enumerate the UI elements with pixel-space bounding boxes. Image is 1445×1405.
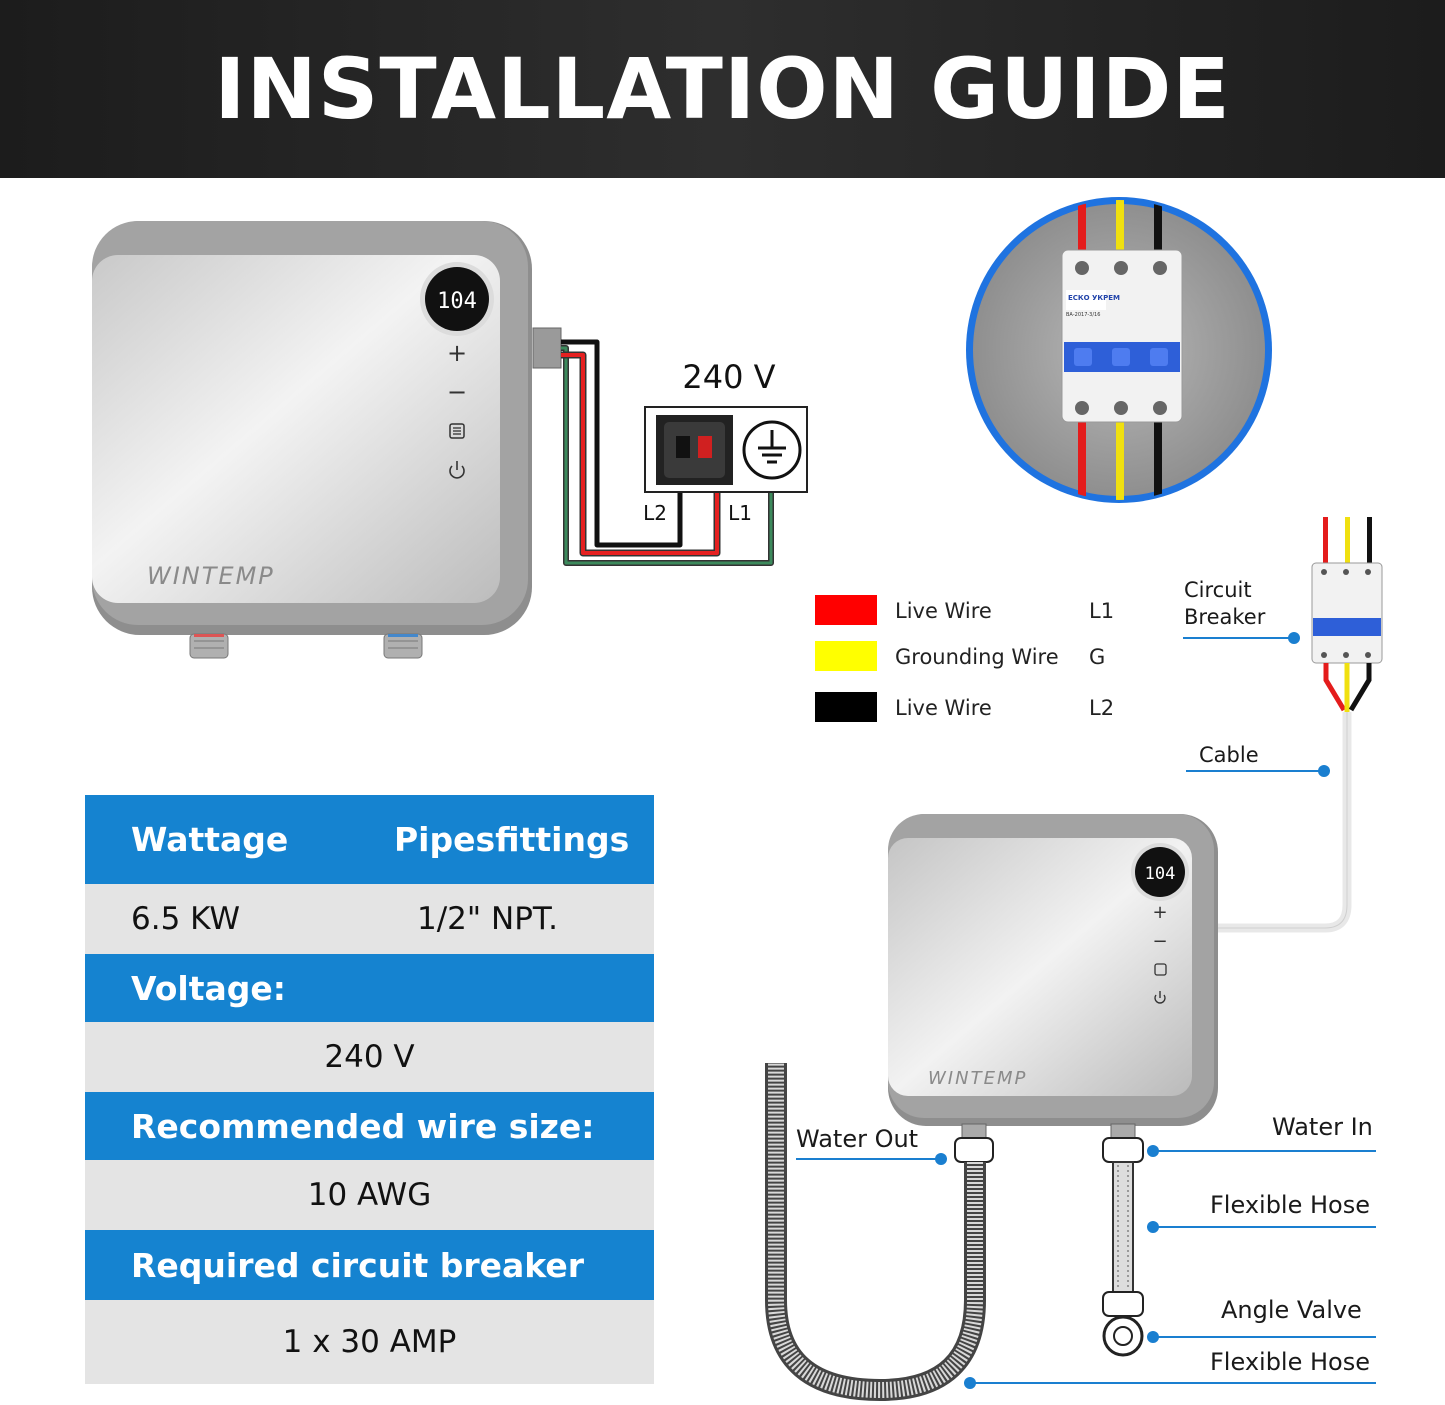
pipe-inlet-right [383,633,423,659]
callout-circuit-breaker-line2: Breaker [1184,605,1266,629]
voltage-value: 240 V [324,1039,415,1075]
circuit-breaker-label: Required circuit breaker [131,1245,585,1285]
wattage-value: 6.5 KW [131,901,241,937]
water-heater-large: 104 + − WINTEMP [92,221,562,659]
callout-angle-valve: Angle Valve [1221,1296,1362,1324]
wire-size-label: Recommended wire size: [131,1106,595,1146]
legend-swatch [815,595,877,625]
menu-icon [1154,963,1167,976]
callout-water-in: Water In [1272,1113,1373,1141]
spec-value-row: 10 AWG [85,1160,654,1230]
callout-flexible-hose: Flexible Hose [1210,1348,1370,1376]
pipefittings-label: Pipesfittings [394,820,630,859]
voltage-label: Voltage: [131,968,286,1008]
callout-flexible-hose: Flexible Hose [1210,1191,1370,1219]
pipe-outlet-left [189,633,229,659]
water-heater-small: 104 + − WINTEMP [888,814,1218,1126]
spec-header-row: Required circuit breaker [85,1230,654,1300]
spec-value-row: 240 V [85,1022,654,1092]
spec-header-row: Wattage Pipesfittings [85,795,654,884]
breaker-small [1216,517,1383,933]
callout-circuit-breaker: Circuit [1184,578,1252,602]
voltage-label: 240 V [682,358,775,396]
wire-size-value: 10 AWG [307,1177,432,1213]
water-out-hose [765,1063,994,1402]
legend-swatch [815,641,877,671]
display-screen [425,267,489,331]
breaker-brand: ЕСКО УКРЕМ [1068,294,1120,302]
minus-icon: − [447,378,467,406]
legend-swatch [815,692,877,722]
spec-header-row: Recommended wire size: [85,1092,654,1160]
callout-lines [796,632,1376,1389]
spec-value-row: 6.5 KW 1/2" NPT. [85,884,654,954]
display-readout: 104 [1145,864,1176,884]
water-in-hose [1102,1123,1144,1357]
legend-code: L1 [1089,599,1114,623]
spec-table: Wattage Pipesfittings 6.5 KW 1/2" NPT. V… [85,795,654,1384]
power-icon [449,461,465,479]
legend-label: Grounding Wire [895,645,1059,669]
wattage-label: Wattage [131,820,289,859]
callout-cable: Cable [1199,743,1259,767]
wiring-diagram [561,339,774,566]
breaker-model: ВА-2017-3/16 [1066,312,1100,318]
spec-value-row: 1 x 30 AMP [85,1300,654,1384]
legend-code: L2 [1089,696,1114,720]
legend-code: G [1089,645,1105,669]
plus-icon: + [1152,902,1167,923]
minus-icon: − [1152,931,1167,952]
header-banner: INSTALLATION GUIDE [0,0,1445,178]
terminal-l1-label: L1 [728,501,752,525]
circuit-breaker-value: 1 x 30 AMP [282,1324,457,1360]
plus-icon: + [447,339,467,367]
cable-gland [532,327,562,369]
terminal-l2-label: L2 [643,501,667,525]
ground-icon [742,420,802,480]
brand-logo: WINTEMP [147,562,275,590]
wire-color-legend: Live Wire Grounding Wire Live Wire L1 G … [815,595,1114,722]
display-readout: 104 [437,289,477,314]
breaker-closeup: ЕСКО УКРЕМ ВА-2017-3/16 [966,197,1272,503]
power-icon [1154,991,1166,1004]
callout-water-out: Water Out [796,1125,919,1153]
legend-label: Live Wire [895,599,992,623]
spec-header-row: Voltage: [85,954,654,1022]
page-title: INSTALLATION GUIDE [214,40,1231,138]
brand-logo: WINTEMP [928,1068,1027,1089]
pipefittings-value: 1/2" NPT. [417,901,558,937]
menu-icon [449,423,465,439]
terminal-block [644,406,808,493]
legend-label: Live Wire [895,696,992,720]
